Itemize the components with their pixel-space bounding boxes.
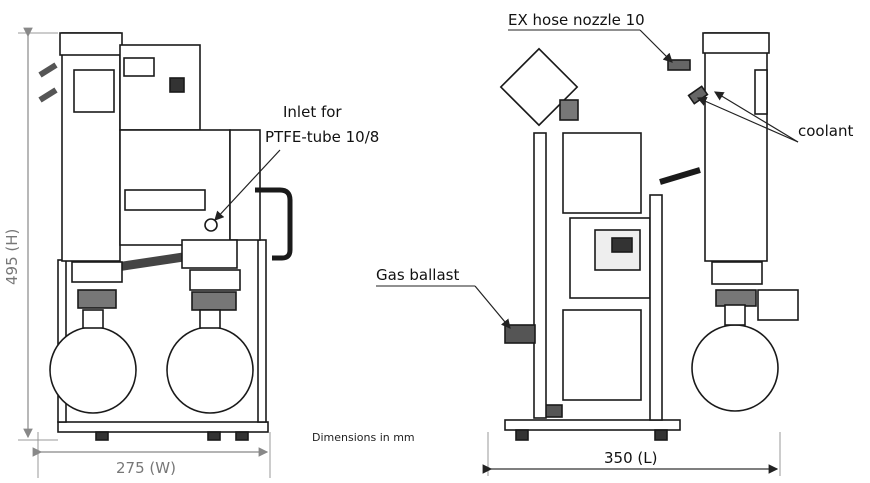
width-label: 275 (W) [116,459,176,477]
coolant-callout: coolant [696,91,853,143]
height-label: 495 (H) [3,229,21,285]
side-view [499,32,799,441]
ex-hose-callout: EX hose nozzle 10 [508,11,673,63]
width-dimension: 275 (W) [32,432,271,478]
front-view [38,32,293,441]
gas-ballast-label: Gas ballast [376,266,459,284]
gas-ballast-callout: Gas ballast [376,266,511,329]
coolant-label: coolant [798,122,853,140]
inlet-callout: Inlet for PTFE-tube 10/8 [214,103,379,221]
length-dimension: 350 (L) [482,432,781,476]
inlet-label-line2: PTFE-tube 10/8 [265,128,379,146]
length-label: 350 (L) [604,449,657,467]
dimensions-note: Dimensions in mm [312,431,415,444]
ex-hose-label: EX hose nozzle 10 [508,11,645,29]
inlet-label-line1: Inlet for [283,103,342,121]
height-dimension: 495 (H) [3,27,58,441]
